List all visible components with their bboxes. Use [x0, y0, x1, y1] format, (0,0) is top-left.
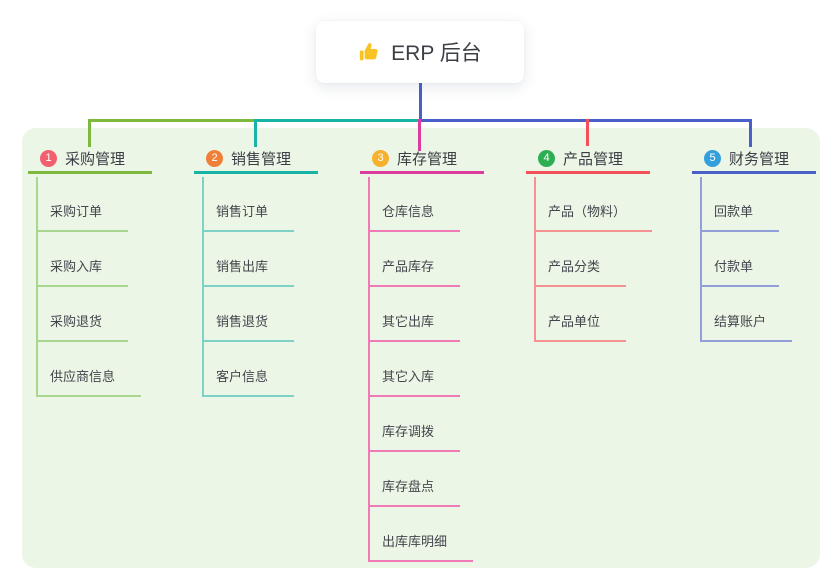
branch-number-badge: 4 — [538, 150, 555, 167]
thumbs-up-icon — [358, 41, 380, 63]
child-node[interactable]: 销售退货 — [202, 313, 295, 342]
branch-trunk-line — [202, 177, 204, 397]
branch-drop-line-2 — [254, 119, 257, 147]
bus-segment-2 — [254, 119, 420, 122]
child-node[interactable]: 付款单 — [700, 258, 780, 287]
branch-node-1[interactable]: 1 采购管理 — [28, 146, 152, 174]
branch-drop-line-5 — [749, 119, 752, 147]
branch-trunk-line — [534, 177, 536, 342]
branch-label: 产品管理 — [563, 151, 624, 168]
branch-5: 5 财务管理回款单付款单结算账户 — [692, 146, 839, 342]
branch-label: 销售管理 — [231, 151, 292, 168]
child-node[interactable]: 销售订单 — [202, 203, 295, 232]
branch-4: 4 产品管理产品（物料） 产品分类产品单位 — [526, 146, 690, 342]
branch-drop-line-1 — [88, 119, 91, 147]
branch-3: 3 库存管理仓库信息产品库存其它出库其它入库库存调拨库存盘点出库库明细 — [360, 146, 524, 562]
branch-drop-line-4 — [586, 119, 589, 146]
child-node[interactable]: 销售出库 — [202, 258, 295, 287]
branch-number-badge: 3 — [372, 150, 389, 167]
root-node[interactable]: ERP 后台 — [316, 21, 524, 83]
child-node[interactable]: 供应商信息 — [36, 368, 142, 397]
child-node[interactable]: 出库库明细 — [368, 533, 474, 562]
branch-label: 库存管理 — [397, 151, 458, 168]
child-node[interactable]: 采购订单 — [36, 203, 129, 232]
branch-node-2[interactable]: 2 销售管理 — [194, 146, 318, 174]
child-node[interactable]: 产品分类 — [534, 258, 627, 287]
root-node-label: ERP 后台 — [391, 42, 482, 65]
child-node[interactable]: 采购退货 — [36, 313, 129, 342]
child-node[interactable]: 产品单位 — [534, 313, 627, 342]
child-node[interactable]: 产品库存 — [368, 258, 461, 287]
child-node[interactable]: 其它出库 — [368, 313, 461, 342]
child-node[interactable]: 产品（物料） — [534, 203, 653, 232]
branch-drop-line-3 — [418, 119, 421, 151]
bus-segment-1 — [88, 119, 257, 122]
branch-node-3[interactable]: 3 库存管理 — [360, 146, 484, 174]
branch-2: 2 销售管理销售订单销售出库销售退货客户信息 — [194, 146, 358, 397]
child-node[interactable]: 采购入库 — [36, 258, 129, 287]
root-connector-line — [419, 83, 422, 120]
branch-trunk-line — [36, 177, 38, 397]
branch-trunk-line — [700, 177, 702, 342]
child-node[interactable]: 其它入库 — [368, 368, 461, 397]
branch-number-badge: 1 — [40, 150, 57, 167]
branch-1: 1 采购管理采购订单采购入库采购退货供应商信息 — [28, 146, 192, 397]
branch-node-4[interactable]: 4 产品管理 — [526, 146, 650, 174]
branches-background-panel — [22, 128, 820, 568]
branch-node-5[interactable]: 5 财务管理 — [692, 146, 816, 174]
child-node[interactable]: 结算账户 — [700, 313, 793, 342]
child-node[interactable]: 回款单 — [700, 203, 780, 232]
branch-number-badge: 5 — [704, 150, 721, 167]
child-node[interactable]: 客户信息 — [202, 368, 295, 397]
branch-label: 采购管理 — [65, 151, 126, 168]
branch-trunk-line — [368, 177, 370, 562]
child-node[interactable]: 库存调拨 — [368, 423, 461, 452]
child-node[interactable]: 仓库信息 — [368, 203, 461, 232]
branch-label: 财务管理 — [729, 151, 790, 168]
branch-number-badge: 2 — [206, 150, 223, 167]
child-node[interactable]: 库存盘点 — [368, 478, 461, 507]
